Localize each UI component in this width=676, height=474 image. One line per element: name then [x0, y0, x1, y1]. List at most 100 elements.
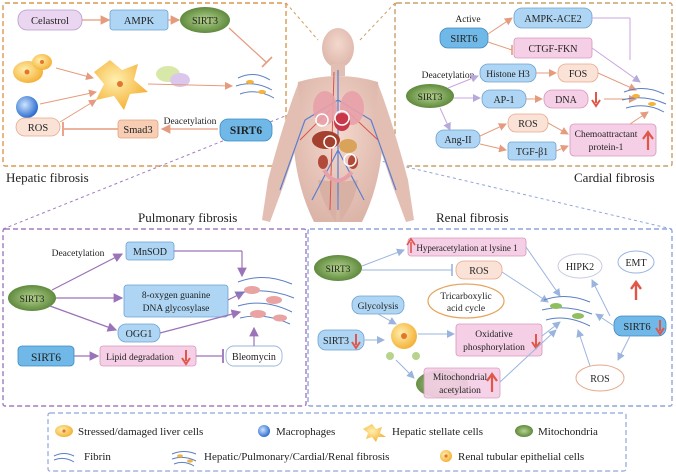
emt-ellipse	[617, 250, 655, 274]
dna-pill	[543, 89, 589, 109]
legend-stressed-label: Stressed/damaged liver cells	[78, 426, 203, 438]
mito-acetylation-line1: Mitochondrial	[433, 373, 488, 383]
renal-ros-top-label: ROS	[469, 266, 488, 277]
dna-down-arrow-icon	[591, 92, 601, 108]
dna-label: DNA	[555, 95, 577, 106]
fibrin-fibrosis-icon	[235, 74, 275, 99]
ogg1-label: OGG1	[126, 329, 153, 340]
pulmonary-fibrosis-icon	[235, 277, 295, 325]
legend-stressed-cells-icon	[55, 425, 73, 437]
pulmonary-panel: Pulmonary fibrosis Deacetylation MnSOD S…	[8, 210, 295, 367]
hepatic-frame	[2, 2, 287, 167]
lipid-down-arrow-icon	[181, 350, 191, 366]
mito-acetylation-line2: acetylation	[439, 386, 481, 396]
renal-ros-bottom-ellipse	[575, 364, 625, 392]
ogg-dna-glycosylase-box	[123, 284, 229, 318]
cardial-sirt6-pill	[439, 27, 489, 49]
tgfb1-label: TGF-β1	[516, 147, 548, 158]
hepatic-title: Hepatic fibrosis	[6, 170, 89, 185]
glycolysis-label: Glycolysis	[358, 302, 399, 312]
hepatic-deacetylation-label: Deacetylation	[164, 117, 217, 127]
renal-ros-bottom-label: ROS	[590, 374, 609, 385]
fos-label: FOS	[569, 69, 587, 80]
hyperacetylation-label: Hyperacetylation at lysine 1	[416, 243, 517, 253]
ang2-label: Ang-II	[444, 135, 471, 146]
hepatic-ros-label: ROS	[28, 123, 49, 134]
pulmonary-frame	[2, 228, 307, 407]
tca-cycle-ellipse	[427, 283, 505, 319]
legend: Stressed/damaged liver cells Macrophages…	[53, 424, 598, 467]
hipk2-label: HIPK2	[566, 262, 594, 273]
hepatic-sirt6-pill	[219, 118, 273, 142]
chemoattractant-line1: Chemoattractant	[575, 130, 638, 140]
pulmonary-sirt6-label: SIRT6	[31, 352, 61, 364]
renal-sirt3-top-label: SIRT3	[326, 265, 351, 275]
ampk-ace2-label: AMPK-ACE2	[524, 14, 581, 25]
ampk-label: AMPK	[124, 16, 155, 27]
renal-tubular-cell-icon	[386, 323, 420, 360]
cardial-connector	[359, 2, 396, 41]
ang2-pill	[435, 129, 481, 149]
renal-sirt6-down-arrow-icon	[655, 320, 665, 336]
renal-connector	[354, 154, 673, 230]
hipk2-ellipse	[557, 253, 603, 279]
oxphos-line1: Oxidative	[475, 330, 512, 340]
ogg-line1: 8-oxygen guanine	[142, 291, 210, 301]
hepatic-stellate-cell-icon	[94, 60, 148, 110]
macrophage-icon	[16, 96, 38, 118]
cardial-ros-label: ROS	[518, 119, 537, 130]
cardial-sirt3-mitochondria	[406, 84, 454, 108]
renal-panel: Renal fibrosis Hyperacetylation at lysin…	[314, 210, 667, 399]
cardial-deacetylation-label: Deacetylation	[422, 71, 475, 81]
cardial-sirt3-label: SIRT3	[418, 93, 443, 103]
legend-mitochondria-icon	[515, 425, 533, 437]
legend-fibrin-icon	[53, 453, 75, 463]
renal-sirt3-down-arrow-icon	[351, 334, 361, 350]
mito-acetylation-box	[423, 367, 501, 399]
renal-title: Renal fibrosis	[436, 210, 509, 225]
oxphos-box	[455, 323, 543, 357]
cardial-frame	[394, 2, 673, 167]
legend-fibrosis-icon	[171, 451, 197, 467]
pulmonary-sirt3-mitochondria	[8, 285, 56, 311]
smad3-label: Smad3	[123, 125, 152, 136]
lipid-degradation-label: Lipid degradation	[106, 353, 174, 363]
renal-ros-top-pill	[455, 260, 503, 280]
emt-up-arrow-icon	[630, 279, 642, 300]
pulmonary-title: Pulmonary fibrosis	[138, 210, 237, 225]
hyperacetylation-up-arrow-icon	[406, 237, 416, 253]
hepatic-panel: Celastrol AMPK SIRT3	[6, 7, 275, 185]
pulmonary-deacetylation-label: Deacetylation	[52, 249, 105, 259]
cardial-active-label: Active	[455, 15, 480, 25]
histone-h3-label: Histone H3	[486, 70, 530, 80]
renal-sirt3-top-mitochondria	[314, 255, 362, 281]
sirt3-inhibit-line	[228, 27, 267, 63]
cardial-sirt6-label: SIRT6	[450, 34, 477, 45]
legend-stellate-label: Hepatic stellate cells	[392, 426, 483, 438]
cardial-fibrosis-icon	[621, 88, 667, 113]
stressed-liver-cells-icon	[13, 54, 52, 83]
legend-fibrin-label: Fibrin	[84, 451, 111, 463]
celastrol-label: Celastrol	[31, 16, 69, 27]
activated-stellate-cell-icon	[156, 66, 190, 87]
legend-frame	[47, 412, 627, 472]
hepatic-sirt6-label: SIRT6	[230, 125, 262, 137]
legend-fibrosis-label: Hepatic/Pulmonary/Cardial/Renal fibrosis	[204, 451, 389, 463]
sirt3-label: SIRT3	[192, 16, 218, 27]
bleomycin-label: Bleomycin	[232, 352, 276, 363]
renal-sirt6-label: SIRT6	[623, 322, 650, 333]
tca-line2: acid cycle	[447, 304, 485, 314]
chemoattractant-line2: protein-1	[589, 143, 624, 153]
chemoattractant-up-arrow-icon	[642, 130, 654, 150]
legend-renal-cells-label: Renal tubular epithelial cells	[458, 451, 584, 463]
ap1-label: AP-1	[493, 95, 514, 106]
legend-macrophages-label: Macrophages	[276, 426, 335, 438]
human-body-illustration	[262, 28, 414, 222]
mnsod-label: MnSOD	[133, 247, 167, 258]
cardial-title: Cardial fibrosis	[574, 170, 655, 185]
legend-mitochondria-label: Mitochondria	[538, 426, 598, 438]
legend-renal-cells-icon	[440, 450, 452, 462]
tca-line1: Tricarboxylic	[440, 292, 491, 302]
